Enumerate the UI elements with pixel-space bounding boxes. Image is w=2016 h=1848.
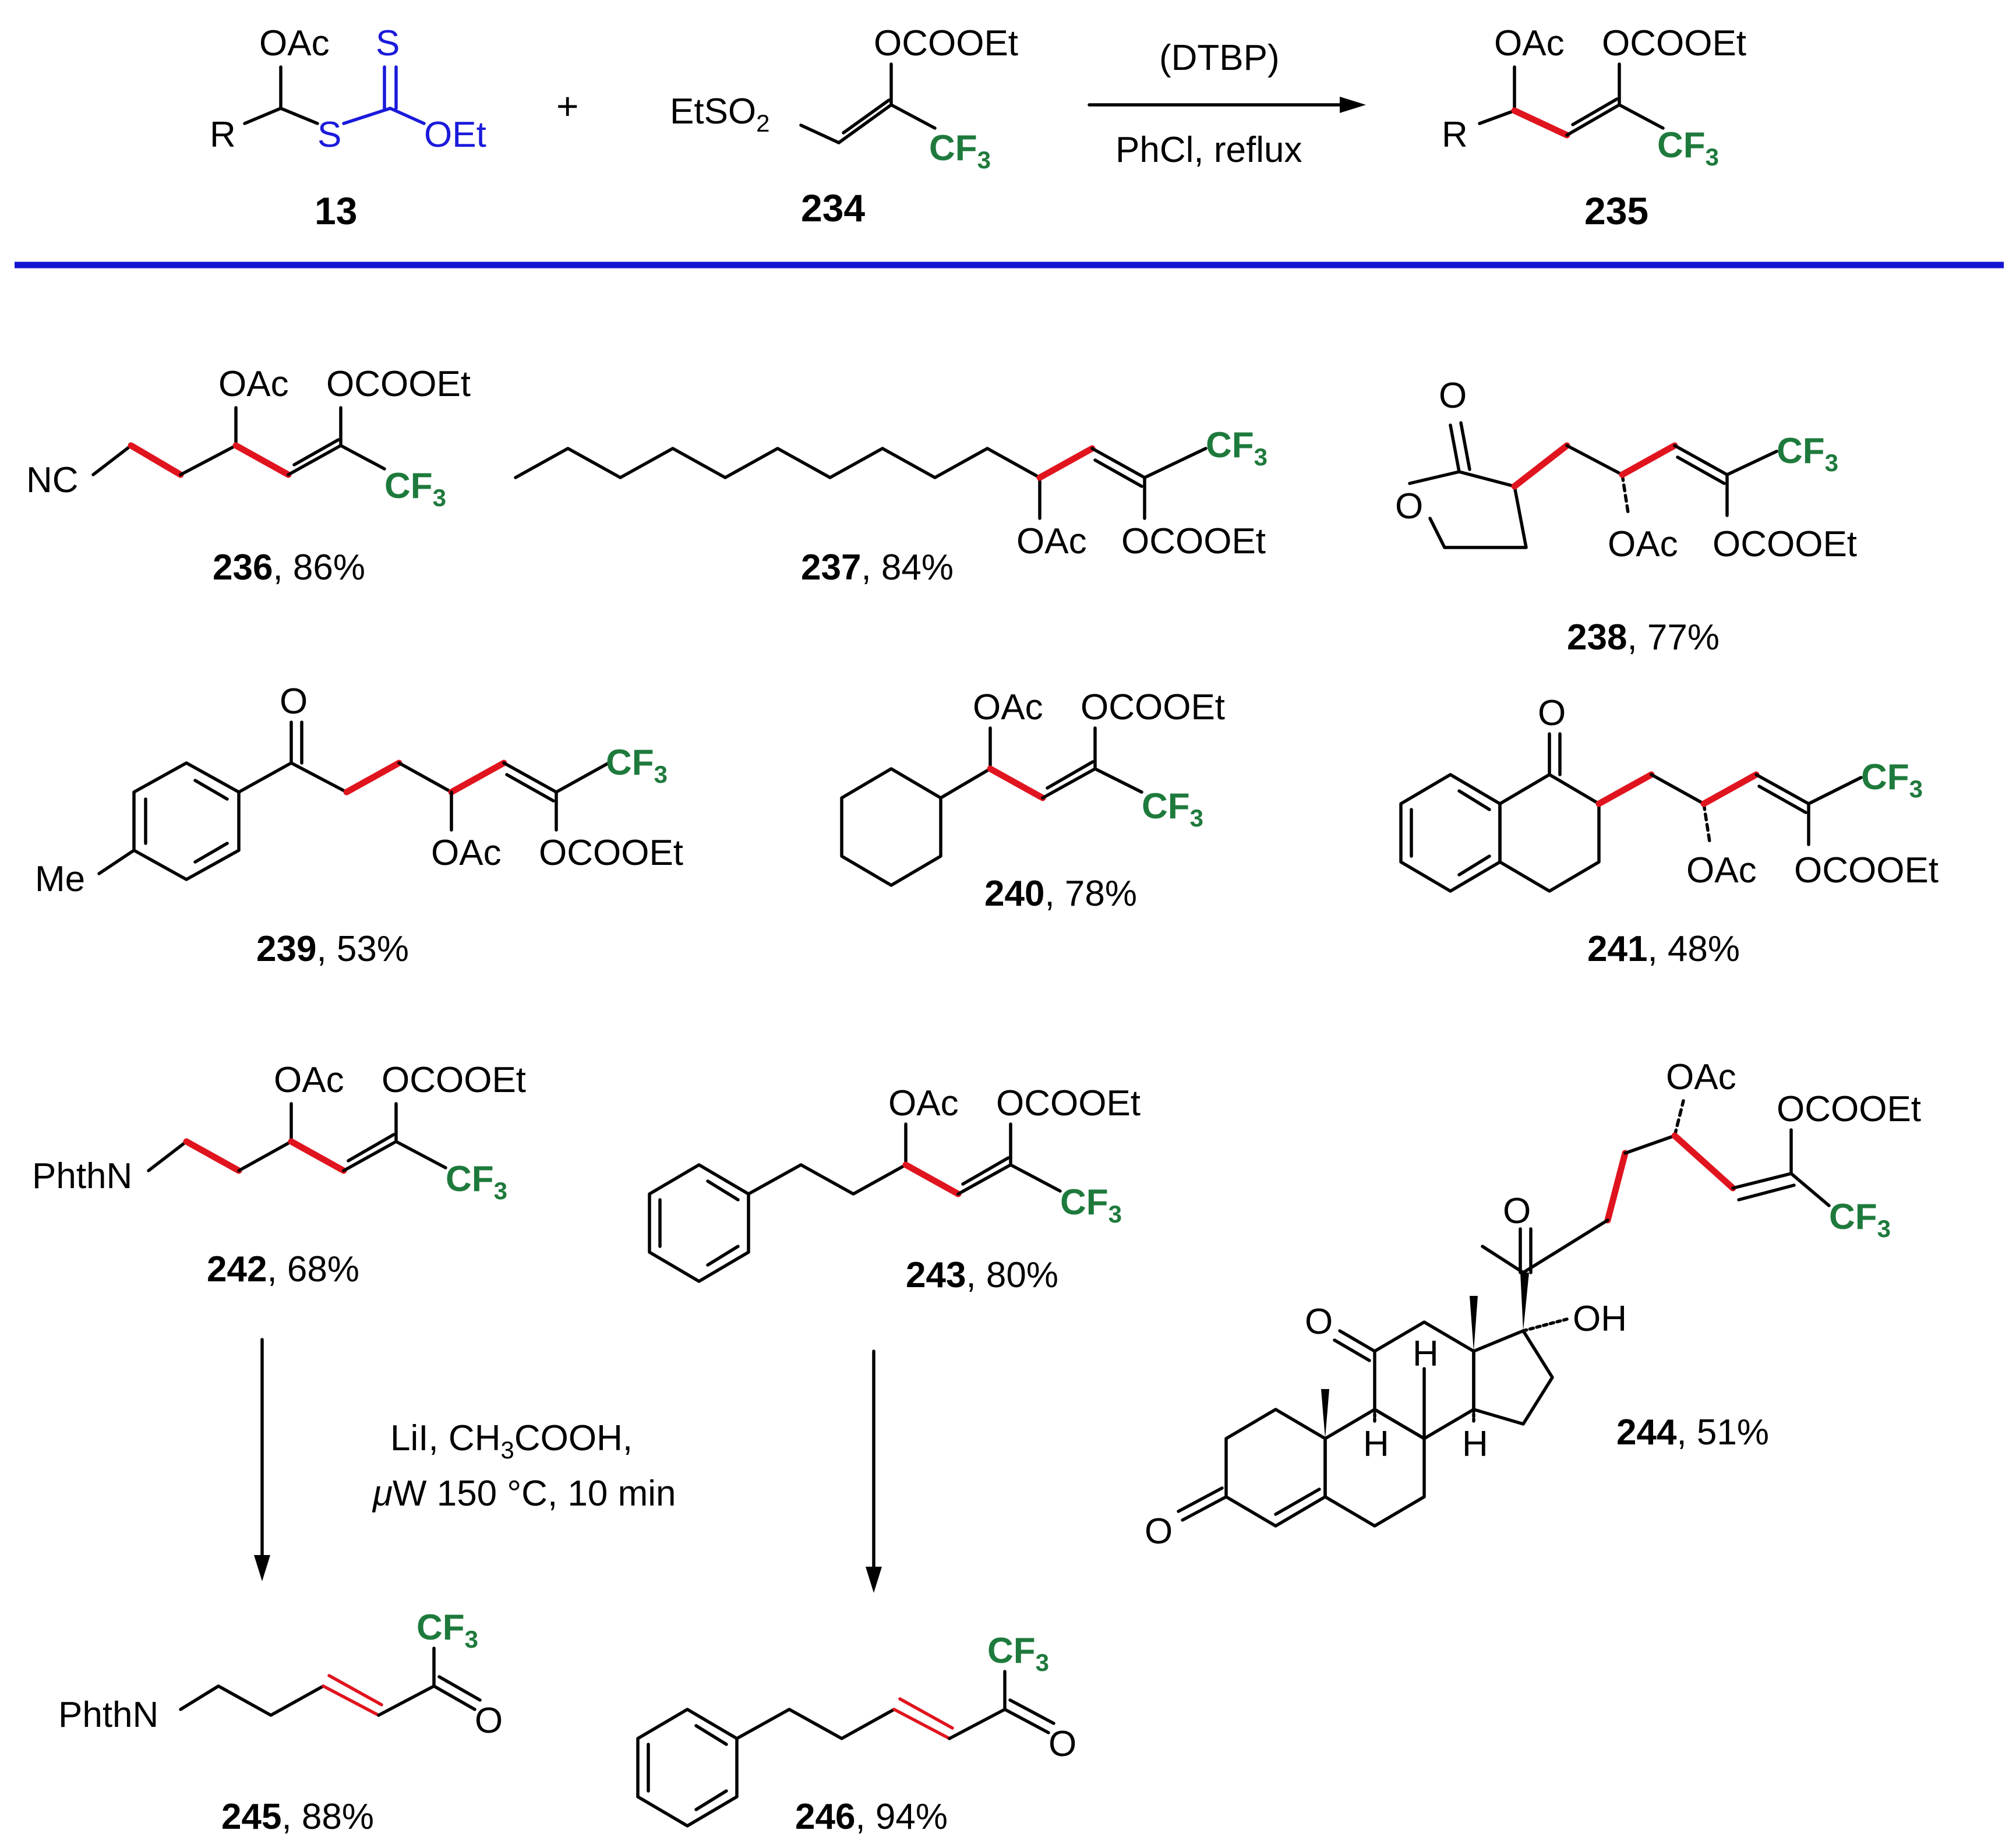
compound-label: 236, 86% [213, 547, 365, 588]
cf3-label: CF3 [1060, 1182, 1122, 1228]
oac-label: OAc [973, 687, 1043, 727]
ocooet-label: OCOOEt [1081, 687, 1225, 727]
oac-label: OAc [259, 23, 330, 63]
compound-244: O O O OH H H H OAc OCOOEt CF3 244, 51% [1145, 1057, 1921, 1552]
cf3-label: CF3 [416, 1607, 478, 1653]
oac-label: OAc [274, 1060, 344, 1100]
ketone-oxygen-label: O [1538, 693, 1566, 733]
cf3-label: CF3 [929, 128, 991, 174]
compound-246: CF3 O 246, 94% [636, 1631, 1076, 1837]
cf3-label: CF3 [1142, 786, 1203, 832]
c14-hydrogen-label: H [1462, 1424, 1488, 1464]
compound-238: O O CF3 OAc OCOOEt 238, 77% [1395, 376, 1857, 658]
hydroxyl-label: OH [1573, 1299, 1627, 1339]
compound-235-label: 235 [1584, 189, 1648, 232]
ketone-oxygen-label: O [475, 1701, 503, 1741]
ocooet-label: OCOOEt [326, 364, 471, 404]
c9-hydrogen-label: H [1363, 1424, 1389, 1464]
compound-label: 239, 53% [256, 929, 409, 969]
oac-label: OAc [218, 364, 289, 404]
oac-label: OAc [1016, 521, 1087, 561]
nitrile-label: NC [26, 460, 79, 500]
compound-241: O CF3 OAc OCOOEt 241, 48% [1399, 693, 1939, 969]
compound-236: OAc OCOOEt NC CF3 236, 86% [26, 364, 471, 588]
ocooet-label: OCOOEt [1602, 23, 1746, 63]
r-group-label: R [210, 115, 236, 155]
compound-label: 242, 68% [207, 1249, 359, 1289]
phthalimide-label: PhthN [32, 1156, 132, 1196]
compound-237: CF3 OAc OCOOEt 237, 84% [514, 425, 1267, 588]
r-group-label: R [1442, 115, 1468, 155]
cf3-label: CF3 [606, 743, 668, 788]
compound-label: 245, 88% [221, 1797, 374, 1837]
plus-sign: + [556, 84, 579, 128]
elimination-step: LiI, CH3COOH, μW 150 °C, 10 min [254, 1338, 882, 1593]
oac-label: OAc [888, 1083, 959, 1123]
compound-label: 244, 51% [1616, 1412, 1769, 1453]
conditions-bottom: PhCl, reflux [1115, 130, 1302, 170]
oac-label: OAc [431, 833, 502, 873]
ethylsulfonyl-label: EtSO2 [670, 91, 770, 137]
compound-label: 241, 48% [1587, 929, 1740, 969]
cf3-label: CF3 [1657, 125, 1719, 171]
compound-label: 243, 80% [906, 1255, 1058, 1295]
ring-oxygen-label: O [1395, 486, 1423, 527]
elimination-reagents-line1: LiI, CH3COOH, [390, 1418, 633, 1464]
compound-13-label: 13 [315, 189, 357, 232]
compound-240: OAc OCOOEt CF3 240, 78% [840, 687, 1225, 914]
conditions-top: (DTBP) [1159, 38, 1280, 78]
sulfur-label: S [317, 115, 341, 155]
compound-239: O Me CF3 OAc OCOOEt 239, 53% [35, 681, 683, 969]
cf3-label: CF3 [1829, 1197, 1891, 1242]
general-reaction: OAc R S S OEt 13 + OCOOEt EtSO2 CF3 234 … [210, 23, 1746, 232]
ocooet-label: OCOOEt [1794, 850, 1939, 891]
cf3-label: CF3 [384, 466, 446, 511]
oac-label: OAc [1686, 850, 1757, 891]
ocooet-label: OCOOEt [1777, 1089, 1921, 1129]
ethoxy-label: OEt [424, 115, 486, 155]
ocooet-label: OCOOEt [996, 1083, 1141, 1123]
c11-ketone-oxygen-label: O [1305, 1302, 1333, 1342]
phthalimide-label: PhthN [58, 1695, 158, 1735]
cf3-label: CF3 [987, 1631, 1049, 1676]
cf3-label: CF3 [1861, 757, 1923, 803]
ocooet-label: OCOOEt [874, 23, 1018, 63]
compound-245: PhthN CF3 O 245, 88% [58, 1607, 503, 1837]
enone-oxygen-label: O [1145, 1511, 1173, 1552]
c20-ketone-oxygen-label: O [1503, 1191, 1531, 1231]
cf3-label: CF3 [446, 1159, 507, 1204]
compound-label: 246, 94% [795, 1797, 948, 1837]
compound-242: OAc OCOOEt PhthN CF3 242, 68% [32, 1060, 526, 1289]
compound-label: 238, 77% [1567, 617, 1720, 658]
cf3-label: CF3 [1206, 425, 1267, 471]
oac-label: OAc [1494, 23, 1565, 63]
carbonyl-oxygen-label: O [1439, 376, 1467, 416]
product-235: OAc OCOOEt R CF3 235 [1442, 23, 1746, 232]
oac-label: OAc [1666, 1057, 1736, 1097]
ocooet-label: OCOOEt [539, 833, 683, 873]
compound-243: OAc OCOOEt CF3 243, 80% [648, 1083, 1141, 1295]
c8-hydrogen-label: H [1413, 1334, 1439, 1374]
compound-label: 237, 84% [801, 547, 954, 588]
cf3-label: CF3 [1777, 431, 1838, 476]
reactant-13: OAc R S S OEt 13 [210, 23, 486, 232]
elimination-reagents-line2: μW 150 °C, 10 min [372, 1474, 676, 1514]
reaction-arrow: (DTBP) PhCl, reflux [1088, 38, 1366, 170]
ocooet-label: OCOOEt [382, 1060, 526, 1100]
oac-label: OAc [1608, 524, 1678, 564]
compound-234-label: 234 [801, 186, 865, 229]
ocooet-label: OCOOEt [1121, 521, 1266, 561]
compound-label: 240, 78% [984, 874, 1137, 914]
ketone-oxygen-label: O [280, 681, 308, 722]
ocooet-label: OCOOEt [1713, 524, 1857, 564]
methyl-label: Me [35, 859, 85, 899]
reactant-234: OCOOEt EtSO2 CF3 234 [670, 23, 1018, 229]
thione-sulfur-label: S [376, 23, 400, 63]
ketone-oxygen-label: O [1048, 1724, 1076, 1764]
